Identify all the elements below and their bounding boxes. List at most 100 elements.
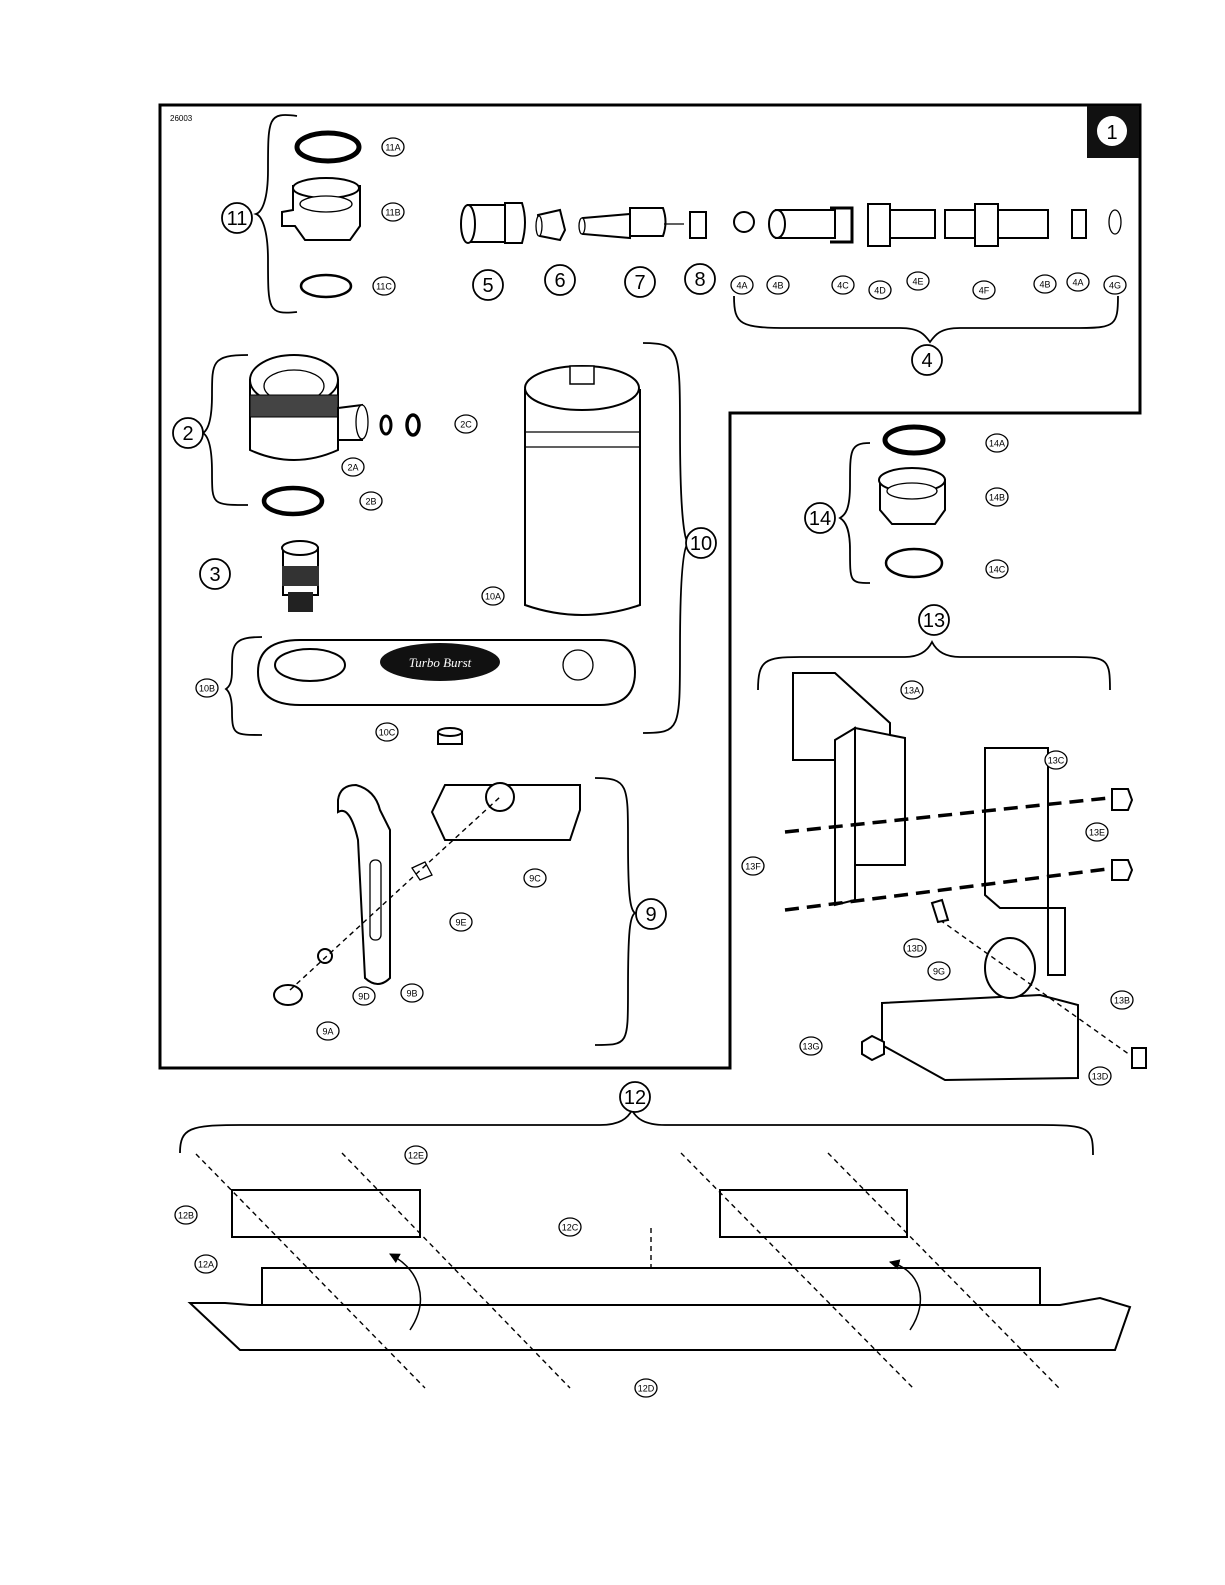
part-9-bracket [274,778,635,1045]
callout-label-9: 9 [645,904,656,926]
callout-label-13d: 13D [907,944,924,954]
page-badge: 1 [1087,106,1139,158]
callout-label-4d: 4D [874,286,886,296]
part-3-nozzle [282,541,319,612]
callout-label-11c: 11C [376,282,392,292]
callout-label-14c: 14C [989,565,1006,575]
callout-label-10: 10 [690,533,712,555]
callout-4f: 4F [973,281,995,299]
callout-14c: 14C [986,560,1008,578]
callout-label-4b: 4B [772,281,783,291]
part-13-bracket [758,642,1146,1080]
callout-4e: 4E [907,272,929,290]
callout-13d: 13D [904,939,926,957]
callout-label-11a: 11A [385,143,400,153]
callout-14: 14 [805,503,835,533]
callout-label-2: 2 [182,423,193,445]
part-10-cylinder [525,366,640,615]
callout-4a: 4A [1067,273,1089,291]
callout-label-10b: 10B [199,684,215,694]
callout-label-9e: 9E [455,918,466,928]
callout-label-8: 8 [694,269,705,291]
callout-4g: 4G [1104,276,1126,294]
callout-4: 4 [912,345,942,375]
callout-10: 10 [686,528,716,558]
callout-10c: 10C [376,723,398,741]
part-14-group [840,427,945,583]
callout-label-12a: 12A [198,1260,214,1270]
callout-4d: 4D [869,281,891,299]
callout-2b: 2B [360,492,382,510]
part-5-sleeve [461,203,525,243]
callout-label-4a: 4A [736,281,747,291]
part-6-spring-collet [536,210,565,240]
callout-label-2a: 2A [347,463,358,473]
callout-label-3: 3 [209,564,220,586]
callout-9c: 9C [524,869,546,887]
callout-label-6: 6 [554,270,565,292]
page-badge-number: 1 [1106,122,1117,144]
callout-2a: 2A [342,458,364,476]
callout-label-4g: 4G [1109,281,1121,291]
part-11-group [256,115,360,313]
callout-label-13: 13 [923,610,945,632]
callout-13e: 13E [1086,823,1108,841]
callout-12a: 12A [195,1255,217,1273]
callout-10a: 10A [482,587,504,605]
callout-9d: 9D [353,987,375,1005]
callout-6: 6 [545,265,575,295]
callout-8: 8 [685,264,715,294]
callout-13g: 13G [800,1037,822,1055]
callout-4a: 4A [731,276,753,294]
callout-13f: 13F [742,857,764,875]
callout-4b: 4B [1034,275,1056,293]
callout-13c: 13C [1045,751,1067,769]
callout-label-13a: 13A [904,686,920,696]
callout-label-12e: 12E [408,1151,424,1161]
callout-9: 9 [636,899,666,929]
callout-label-2b: 2B [365,497,376,507]
part-8-retainer [690,212,706,238]
callout-11c: 11C [373,277,395,295]
callout-label-4f: 4F [979,286,990,296]
callout-label-10c: 10C [379,728,396,738]
callout-4b: 4B [767,276,789,294]
brace-10 [643,343,688,733]
callout-label-12: 12 [624,1087,646,1109]
callout-9e: 9E [450,913,472,931]
callout-label-7: 7 [634,272,645,294]
callout-7: 7 [625,267,655,297]
callout-12d: 12D [635,1379,657,1397]
callout-label-2c: 2C [460,420,472,430]
callout-2c: 2C [455,415,477,433]
callout-label-13e: 13E [1089,828,1105,838]
callout-label-10a: 10A [485,592,501,602]
callout-label-9a: 9A [322,1027,333,1037]
logo-text: Turbo Burst [409,655,472,670]
callout-14a: 14A [986,434,1008,452]
callout-4c: 4C [832,276,854,294]
callout-3: 3 [200,559,230,589]
callout-11: 11 [222,203,252,233]
part-4-assembly [734,204,1121,342]
drawing-number: 26003 [170,114,193,123]
callout-13: 13 [919,605,949,635]
callout-label-12b: 12B [178,1211,194,1221]
callout-13d: 13D [1089,1067,1111,1085]
callout-12: 12 [620,1082,650,1112]
callout-label-13c: 13C [1048,756,1065,766]
brace-10b [226,637,262,735]
callout-label-13d: 13D [1092,1072,1109,1082]
callout-12c: 12C [559,1218,581,1236]
callout-12e: 12E [405,1146,427,1164]
part-2-housing [203,355,419,514]
callout-5: 5 [473,270,503,300]
callout-label-12d: 12D [638,1384,655,1394]
callout-label-13f: 13F [745,862,761,872]
callout-label-9b: 9B [406,989,417,999]
callout-label-9g: 9G [933,967,945,977]
part-12-assembly [180,1110,1130,1388]
callout-label-9d: 9D [358,992,370,1002]
part-10c-knob [438,728,462,744]
